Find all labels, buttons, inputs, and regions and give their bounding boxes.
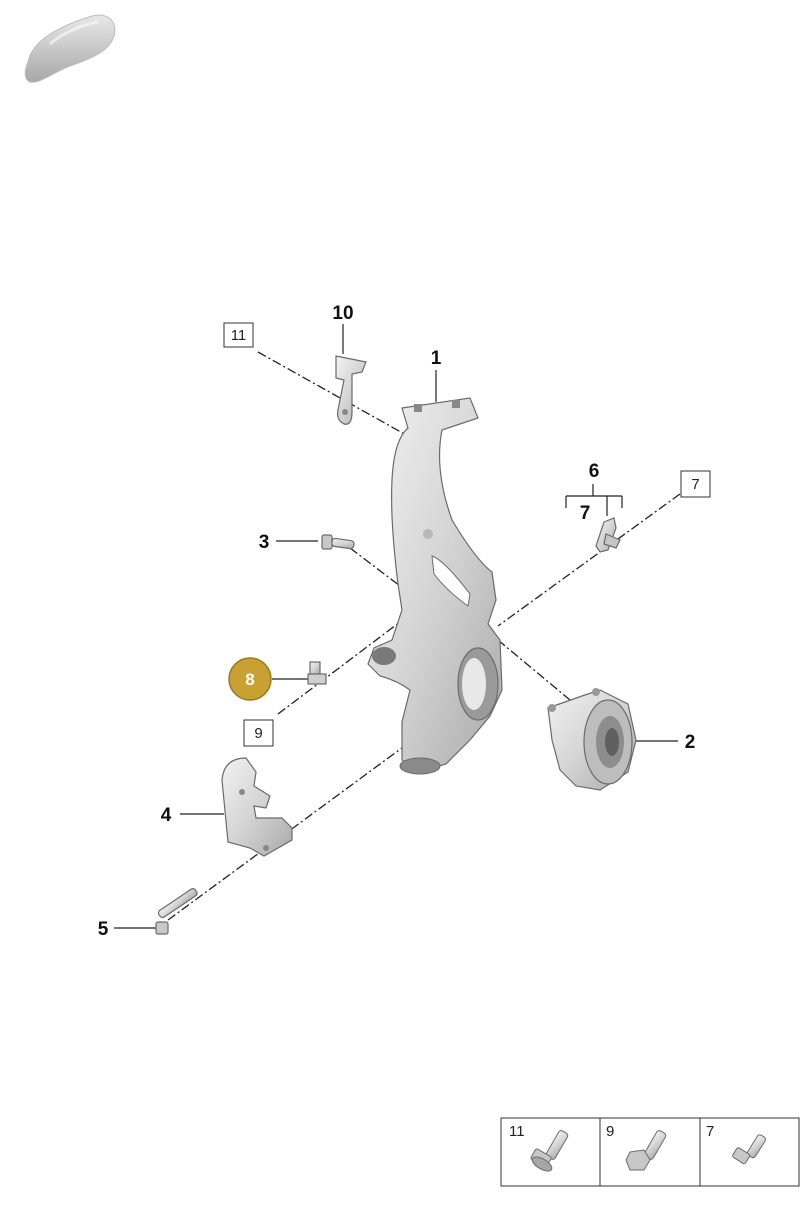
legend-cell-9-label: 9 bbox=[606, 1123, 614, 1140]
fitting-part bbox=[307, 661, 327, 685]
callouts: 10 1 6 7 3 2 4 5 bbox=[98, 303, 696, 940]
hex-bolt-icon bbox=[625, 1130, 667, 1171]
bolt-3-part bbox=[321, 534, 355, 550]
assembly-lines bbox=[167, 351, 681, 921]
shield-part bbox=[221, 757, 293, 857]
legend-cell-9[interactable]: 9 bbox=[606, 1123, 667, 1171]
ref-box-7-label: 7 bbox=[691, 476, 699, 493]
callout-10[interactable]: 10 bbox=[332, 303, 353, 324]
bracket-part bbox=[335, 355, 367, 425]
wheel-hub-part bbox=[547, 688, 637, 791]
callout-8-highlight[interactable]: 8 bbox=[228, 657, 272, 701]
legend-cell-7[interactable]: 7 bbox=[706, 1123, 767, 1165]
ref-box-11[interactable]: 11 bbox=[223, 322, 254, 348]
callout-8-label: 8 bbox=[245, 670, 254, 689]
ref-box-7[interactable]: 7 bbox=[680, 470, 711, 498]
ref-box-9-label: 9 bbox=[254, 725, 262, 742]
bolt-5-part bbox=[155, 888, 198, 935]
callout-7-sub[interactable]: 7 bbox=[580, 503, 591, 524]
legend-cell-11-label: 11 bbox=[509, 1123, 525, 1140]
car-thumbnail-icon bbox=[24, 14, 116, 83]
callout-6[interactable]: 6 bbox=[589, 461, 600, 482]
callout-4[interactable]: 4 bbox=[161, 805, 172, 826]
leader-lines bbox=[114, 324, 678, 929]
wheel-carrier-part bbox=[367, 397, 503, 775]
legend-cell-11[interactable]: 11 bbox=[509, 1123, 569, 1174]
callout-2[interactable]: 2 bbox=[685, 732, 696, 753]
small-bolt-icon bbox=[732, 1134, 766, 1165]
legend-cell-7-label: 7 bbox=[706, 1123, 714, 1140]
ref-box-9[interactable]: 9 bbox=[243, 719, 274, 747]
callout-5[interactable]: 5 bbox=[98, 919, 109, 940]
flange-bolt-icon bbox=[530, 1130, 569, 1172]
pin-part bbox=[595, 517, 621, 553]
ref-box-11-label: 11 bbox=[231, 327, 247, 344]
callout-3[interactable]: 3 bbox=[259, 532, 270, 553]
callout-1[interactable]: 1 bbox=[431, 348, 442, 369]
bolt-legend-table: 11 9 7 bbox=[500, 1117, 800, 1187]
